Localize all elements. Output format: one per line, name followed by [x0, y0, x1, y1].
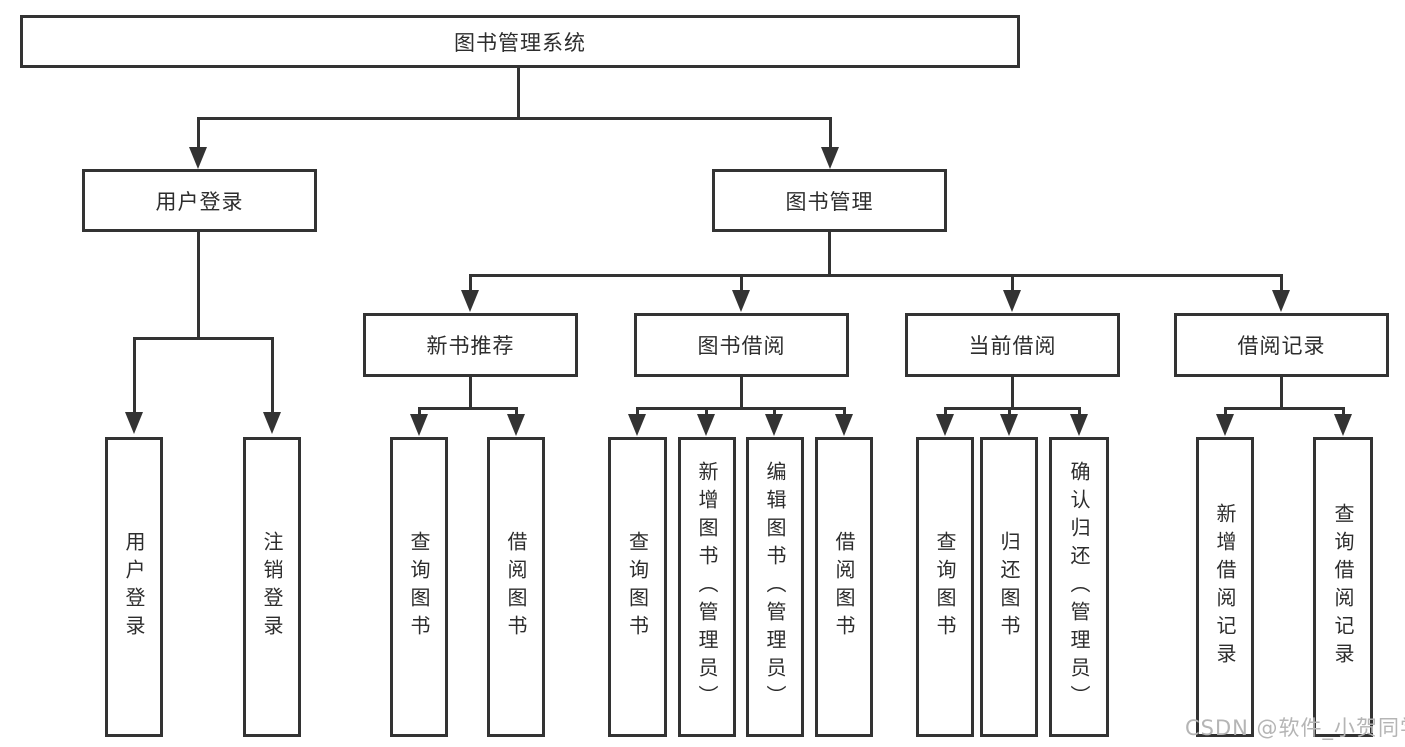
- connector-stub-leaf: [133, 337, 136, 412]
- connector-stub-leaf: [944, 407, 947, 415]
- leaf-edit-books-admin-label: 编辑图书（管理员）: [763, 461, 787, 713]
- arrow-down-icon: [1216, 414, 1234, 436]
- connector-stub-level3: [1280, 274, 1283, 290]
- watermark: CSDN @软件_小贺同学: [1185, 716, 1405, 740]
- node-book-management-label: 图书管理: [785, 189, 874, 214]
- leaf-confirm-return-admin: 确认归还（管理员）: [1049, 437, 1109, 737]
- arrow-down-icon: [1003, 290, 1021, 312]
- node-book-management: 图书管理: [712, 169, 947, 232]
- leaf-return-books-label: 归还图书: [997, 531, 1021, 643]
- leaf-query-books-newbook: 查询图书: [390, 437, 448, 737]
- connector-newbook-drop: [469, 377, 472, 407]
- arrow-down-icon: [628, 414, 646, 436]
- connector-stub-leaf: [773, 407, 776, 415]
- connector-newbook-rail: [418, 407, 518, 410]
- leaf-borrow-books-newbook: 借阅图书: [487, 437, 545, 737]
- arrow-down-icon: [1334, 414, 1352, 436]
- connector-root-rail: [197, 117, 832, 120]
- connector-stub-leaf: [636, 407, 639, 415]
- connector-stub-level3: [740, 274, 743, 290]
- leaf-borrow-books-borrowing: 借阅图书: [815, 437, 873, 737]
- leaf-confirm-return-admin-label: 确认归还（管理员）: [1067, 461, 1091, 713]
- connector-stub-book-management: [829, 117, 832, 149]
- connector-stub-user-login: [197, 117, 200, 149]
- arrow-down-icon: [821, 147, 839, 169]
- connector-current-drop: [1011, 377, 1014, 407]
- leaf-add-books-admin-label: 新增图书（管理员）: [695, 461, 719, 713]
- arrow-down-icon: [697, 414, 715, 436]
- connector-current-rail: [944, 407, 1081, 410]
- node-current-borrowing: 当前借阅: [905, 313, 1120, 377]
- leaf-query-books-current-label: 查询图书: [933, 531, 957, 643]
- arrow-down-icon: [835, 414, 853, 436]
- leaf-query-borrow-record: 查询借阅记录: [1313, 437, 1373, 737]
- leaf-query-books-borrowing: 查询图书: [608, 437, 667, 737]
- connector-stub-leaf: [271, 337, 274, 412]
- arrow-down-icon: [765, 414, 783, 436]
- leaf-add-borrow-record: 新增借阅记录: [1196, 437, 1254, 737]
- arrow-down-icon: [189, 147, 207, 169]
- node-user-login-label: 用户登录: [155, 189, 244, 214]
- connector-stub-level3: [469, 274, 472, 290]
- leaf-add-books-admin: 新增图书（管理员）: [678, 437, 736, 737]
- connector-stub-leaf: [1078, 407, 1081, 415]
- leaf-query-books-newbook-label: 查询图书: [407, 531, 431, 643]
- node-new-book-recommendation: 新书推荐: [363, 313, 578, 377]
- arrow-down-icon: [1272, 290, 1290, 312]
- node-book-borrowing: 图书借阅: [634, 313, 849, 377]
- leaf-borrow-books-newbook-label: 借阅图书: [504, 531, 528, 643]
- node-borrowing-records: 借阅记录: [1174, 313, 1389, 377]
- node-root: 图书管理系统: [20, 15, 1020, 68]
- arrow-down-icon: [461, 290, 479, 312]
- node-root-label: 图书管理系统: [454, 30, 586, 55]
- connector-stub-leaf: [1224, 407, 1227, 415]
- leaf-query-books-current: 查询图书: [916, 437, 974, 737]
- arrow-down-icon: [936, 414, 954, 436]
- connector-stub-leaf: [515, 407, 518, 415]
- leaf-query-books-borrowing-label: 查询图书: [625, 531, 650, 643]
- connector-login-rail: [133, 337, 274, 340]
- node-current-borrowing-label: 当前借阅: [968, 334, 1057, 358]
- connector-stub-leaf: [418, 407, 421, 415]
- connector-borrowing-drop: [740, 377, 743, 407]
- leaf-user-login: 用户登录: [105, 437, 163, 737]
- leaf-return-books: 归还图书: [980, 437, 1038, 737]
- connector-stub-leaf: [705, 407, 708, 415]
- leaf-add-borrow-record-label: 新增借阅记录: [1213, 503, 1237, 671]
- leaf-user-login-label: 用户登录: [122, 531, 146, 643]
- node-book-borrowing-label: 图书借阅: [697, 334, 786, 358]
- leaf-logout-login-label: 注销登录: [260, 531, 284, 643]
- arrow-down-icon: [125, 412, 143, 434]
- arrow-down-icon: [507, 414, 525, 436]
- node-user-login: 用户登录: [82, 169, 317, 232]
- connector-mgmt-rail: [469, 274, 1283, 277]
- connector-stub-level3: [1011, 274, 1014, 290]
- arrow-down-icon: [1070, 414, 1088, 436]
- node-borrowing-records-label: 借阅记录: [1237, 334, 1326, 358]
- connector-mgmt-drop: [828, 231, 831, 274]
- leaf-borrow-books-borrowing-label: 借阅图书: [832, 531, 856, 643]
- arrow-down-icon: [732, 290, 750, 312]
- connector-stub-leaf: [1008, 407, 1011, 415]
- connector-records-rail: [1224, 407, 1345, 410]
- connector-stub-leaf: [843, 407, 846, 415]
- connector-stub-leaf: [1342, 407, 1345, 415]
- connector-borrowing-rail: [636, 407, 846, 410]
- connector-records-drop: [1280, 377, 1283, 407]
- connector-root-drop: [517, 67, 520, 117]
- leaf-query-borrow-record-label: 查询借阅记录: [1331, 503, 1355, 671]
- leaf-edit-books-admin: 编辑图书（管理员）: [746, 437, 804, 737]
- arrow-down-icon: [263, 412, 281, 434]
- connector-login-drop: [197, 231, 200, 337]
- node-new-book-recommendation-label: 新书推荐: [426, 334, 515, 358]
- arrow-down-icon: [1000, 414, 1018, 436]
- leaf-logout-login: 注销登录: [243, 437, 301, 737]
- arrow-down-icon: [410, 414, 428, 436]
